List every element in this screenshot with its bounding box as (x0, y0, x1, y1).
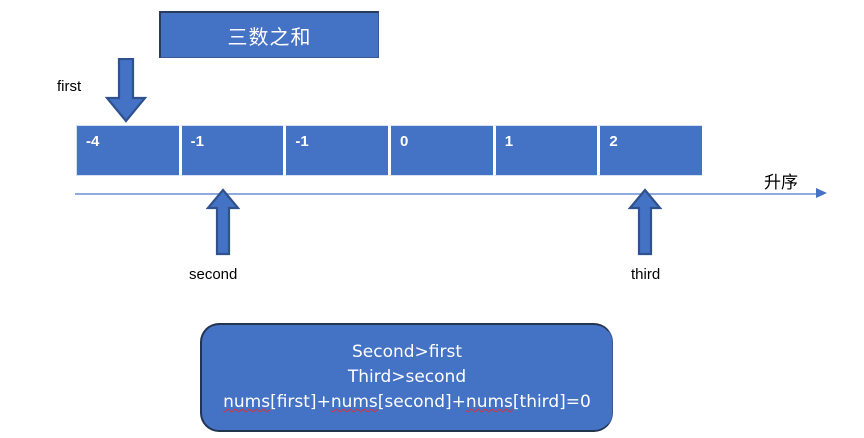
spellcheck-word: nums (330, 392, 378, 412)
right-arrowhead-icon (816, 188, 827, 198)
array-cell: 1 (492, 125, 598, 176)
array-cell-value: 2 (609, 133, 618, 150)
title-box: 三数之和 (159, 11, 379, 58)
title-text: 三数之和 (227, 24, 312, 49)
condition-line-3-part-4: [second]+ (377, 392, 466, 412)
condition-line-2: Third>second (347, 367, 467, 387)
spellcheck-word: nums (465, 392, 513, 412)
array-cell-value: -1 (295, 133, 309, 150)
array-cell: 0 (388, 125, 493, 176)
pointer-label-third: third (631, 266, 661, 283)
condition-line-3-part-6: [third]=0 (512, 392, 591, 412)
array-cell-value: 1 (504, 133, 514, 150)
axis-label: 升序 (764, 173, 798, 193)
conditions-box: Second>first Third>second nums[first]+nu… (200, 323, 613, 432)
array-cell: -1 (283, 125, 389, 176)
spellcheck-word: nums (223, 392, 271, 412)
condition-line-1: Second>first (351, 342, 463, 362)
array-cell-value: 0 (400, 133, 409, 150)
condition-line-3-part-2: [first]+ (270, 392, 331, 412)
pointer-label-second: second (189, 266, 238, 283)
condition-line-3: nums[first]+nums[second]+nums[third]=0 (223, 390, 591, 415)
up-arrow-icon (627, 188, 663, 256)
array-cell-value: -4 (86, 133, 100, 150)
down-arrow-icon (104, 57, 148, 123)
pointer-label-first: first (57, 78, 82, 95)
array-container: -4 -1 -1 0 1 2 (76, 125, 703, 176)
array-cell: 2 (597, 125, 703, 176)
array-cell: -1 (178, 125, 284, 176)
array-cell: -4 (76, 125, 179, 176)
up-arrow-icon (205, 188, 241, 256)
axis-line (75, 193, 817, 195)
array-cell-value: -1 (190, 133, 205, 150)
